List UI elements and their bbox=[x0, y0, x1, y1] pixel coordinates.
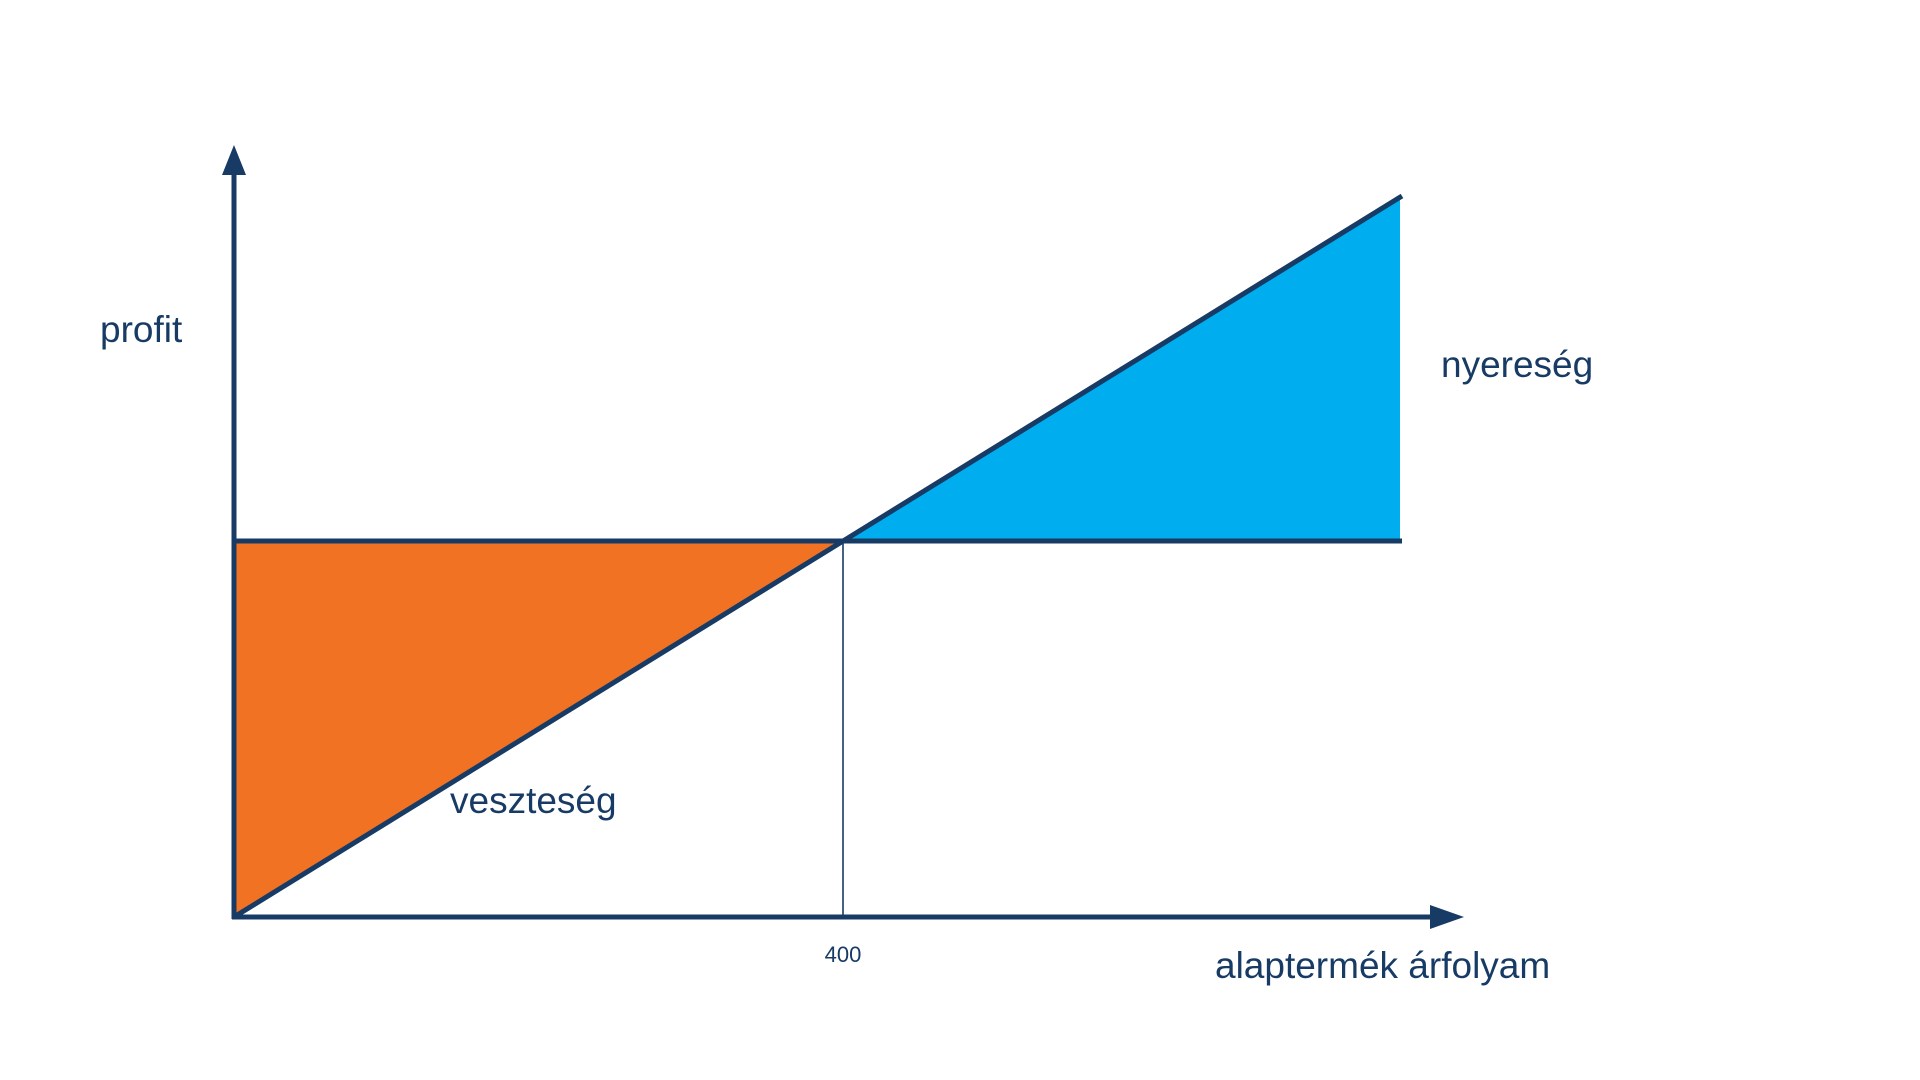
x-axis-arrow-icon bbox=[1430, 905, 1464, 929]
profit-label: nyereség bbox=[1441, 344, 1593, 385]
x-axis-label: alaptermék árfolyam bbox=[1215, 945, 1550, 986]
loss-label: veszteség bbox=[450, 780, 617, 821]
y-axis-arrow-icon bbox=[222, 145, 246, 175]
y-axis-label: profit bbox=[100, 309, 183, 350]
payoff-line bbox=[232, 193, 1404, 920]
break-even-tick-label: 400 bbox=[825, 942, 862, 967]
